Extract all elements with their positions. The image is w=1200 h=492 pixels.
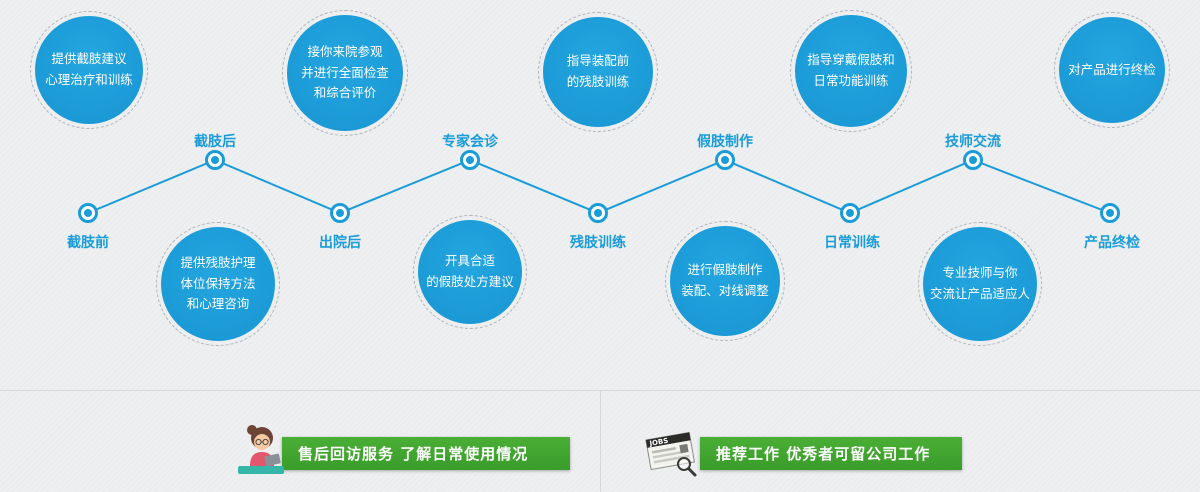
step-label-technician-exchange: 技师交流 bbox=[945, 134, 1001, 150]
desc-circle-final-inspection: 对产品进行终检 bbox=[1054, 12, 1170, 128]
desc-circle-post-amputation: 提供残肢护理 体位保持方法 和心理咨询 bbox=[156, 222, 280, 346]
desc-circle-technician-exchange: 专业技师与你 交流让产品适应人 bbox=[918, 222, 1042, 346]
timeline-node-prosthesis-fabrication bbox=[715, 150, 735, 170]
desc-circle-pre-amputation: 提供截肢建议 心理治疗和训练 bbox=[30, 11, 148, 129]
step-label-prosthesis-fabrication: 假肢制作 bbox=[697, 134, 753, 150]
timeline-node-final-inspection bbox=[1100, 203, 1120, 223]
customer-service-icon bbox=[238, 425, 284, 474]
timeline-node-daily-training bbox=[840, 203, 860, 223]
jobs-headline-text: JOBS bbox=[648, 437, 669, 448]
after-sales-banner[interactable]: 售后回访服务 了解日常使用情况 bbox=[282, 437, 570, 470]
step-label-pre-amputation: 截肢前 bbox=[67, 235, 109, 251]
jobs-newspaper-icon: JOBS bbox=[645, 431, 697, 477]
step-label-residual-training: 残肢训练 bbox=[570, 235, 626, 251]
step-label-expert-consultation: 专家会诊 bbox=[442, 134, 498, 150]
desc-circle-post-discharge: 接你来院参观 并进行全面检查 和综合评价 bbox=[282, 10, 408, 136]
step-label-post-amputation: 截肢后 bbox=[194, 134, 236, 150]
desc-circle-daily-training: 指导穿戴假肢和 日常功能训练 bbox=[790, 10, 912, 132]
step-label-post-discharge: 出院后 bbox=[319, 235, 361, 251]
timeline-node-pre-amputation bbox=[78, 203, 98, 223]
desc-circle-expert-consultation: 开具合适 的假肢处方建议 bbox=[413, 215, 527, 329]
desc-circle-residual-training: 指导装配前 的残肢训练 bbox=[538, 12, 658, 132]
timeline-node-post-amputation bbox=[205, 150, 225, 170]
timeline-node-expert-consultation bbox=[460, 150, 480, 170]
step-label-daily-training: 日常训练 bbox=[824, 235, 880, 251]
step-label-final-inspection: 产品终检 bbox=[1084, 235, 1140, 251]
desc-circle-prosthesis-fabrication: 进行假肢制作 装配、对线调整 bbox=[665, 221, 785, 341]
footer-center-divider bbox=[600, 390, 601, 492]
timeline-node-post-discharge bbox=[330, 203, 350, 223]
timeline-node-residual-training bbox=[588, 203, 608, 223]
timeline-node-technician-exchange bbox=[963, 150, 983, 170]
job-recommendation-banner[interactable]: 推荐工作 优秀者可留公司工作 bbox=[700, 437, 962, 470]
